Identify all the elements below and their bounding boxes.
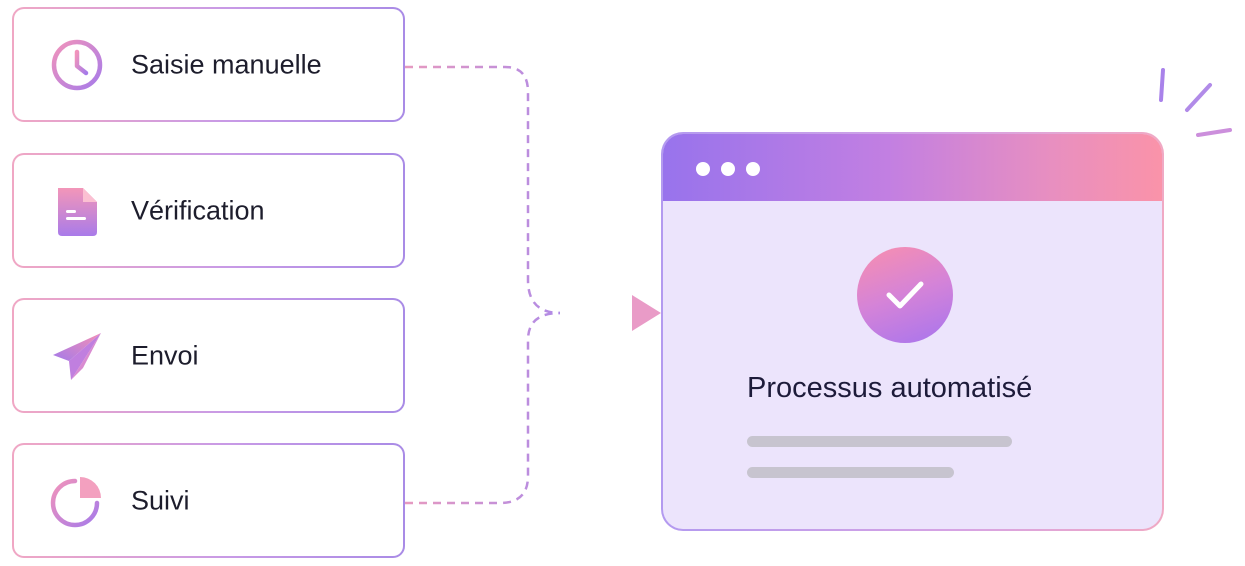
document-icon [49, 183, 105, 239]
window-dot [696, 162, 710, 176]
placeholder-text-line [747, 467, 954, 478]
step-suivi: Suivi [12, 443, 405, 558]
paper-plane-icon [49, 328, 105, 384]
connector-line [405, 65, 561, 315]
arrow-head-icon [632, 295, 661, 331]
connector-line [405, 311, 561, 505]
clock-icon [49, 37, 105, 93]
pie-chart-icon [49, 473, 105, 529]
check-icon [857, 247, 953, 343]
step-label: Vérification [131, 195, 265, 225]
step-label: Saisie manuelle [131, 49, 322, 79]
window-titlebar [663, 134, 1162, 201]
window-dot [746, 162, 760, 176]
window-dot [721, 162, 735, 176]
step-verification: Vérification [12, 153, 405, 268]
step-label: Suivi [131, 485, 190, 515]
process-window: Processus automatisé [661, 132, 1164, 531]
process-title: Processus automatisé [747, 372, 1033, 404]
placeholder-text-line [747, 436, 1012, 447]
step-envoi: Envoi [12, 298, 405, 413]
step-saisie-manuelle: Saisie manuelle [12, 7, 405, 122]
step-label: Envoi [131, 340, 199, 370]
sparkle-icon [1159, 68, 1232, 137]
